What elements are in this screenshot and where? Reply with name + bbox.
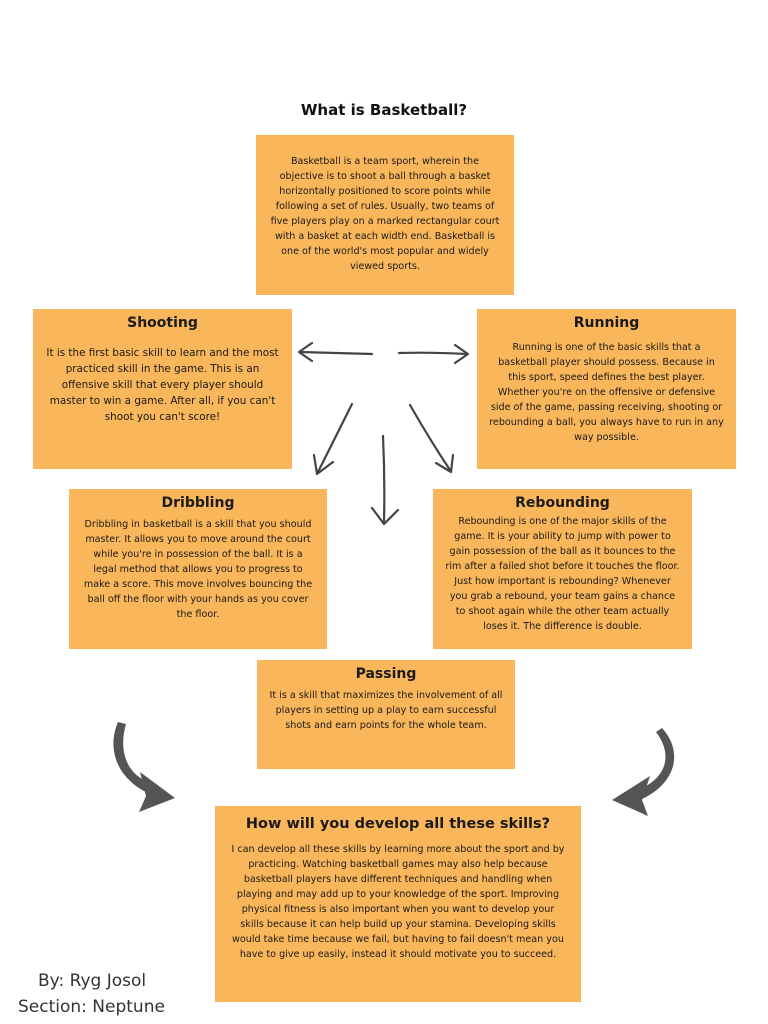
intro-box: Basketball is a team sport, wherein the … [256,135,514,295]
rebounding-box: Rebounding Rebounding is one of the majo… [433,489,692,649]
running-box: Running Running is one of the basic skil… [477,309,736,469]
shooting-heading: Shooting [127,315,198,331]
shooting-box: Shooting It is the first basic skill to … [33,309,292,469]
passing-text: It is a skill that maximizes the involve… [269,690,503,731]
credits: By: Ryg Josol Section: Neptune [18,968,165,1020]
page-title: What is Basketball? [300,101,468,119]
arrow-to-rebounding [408,403,455,474]
shooting-text: It is the first basic skill to learn and… [46,347,279,423]
arrow-to-running [397,343,470,365]
develop-box: How will you develop all these skills? I… [215,806,581,1002]
dribbling-text: Dribbling in basketball is a skill that … [83,519,313,620]
arrow-to-dribbling [312,402,354,476]
dribbling-box: Dribbling Dribbling in basketball is a s… [69,489,327,649]
develop-text: I can develop all these skills by learni… [231,844,565,960]
arrow-to-shooting [297,341,374,363]
develop-heading: How will you develop all these skills? [245,816,551,832]
section-label: Section: Neptune [18,997,165,1017]
rebounding-heading: Rebounding [515,495,610,511]
dribbling-heading: Dribbling [161,495,235,511]
curved-arrow-right [612,728,675,816]
rebounding-text: Rebounding is one of the major skills of… [445,516,680,632]
arrow-to-passing [370,434,400,526]
running-text: Running is one of the basic skills that … [489,342,724,443]
intro-text: Basketball is a team sport, wherein the … [270,156,500,272]
passing-heading: Passing [355,666,417,682]
author-label: By: Ryg Josol [38,971,147,991]
passing-box: Passing It is a skill that maximizes the… [257,660,515,769]
curved-arrow-left [113,722,175,812]
running-heading: Running [573,315,640,331]
